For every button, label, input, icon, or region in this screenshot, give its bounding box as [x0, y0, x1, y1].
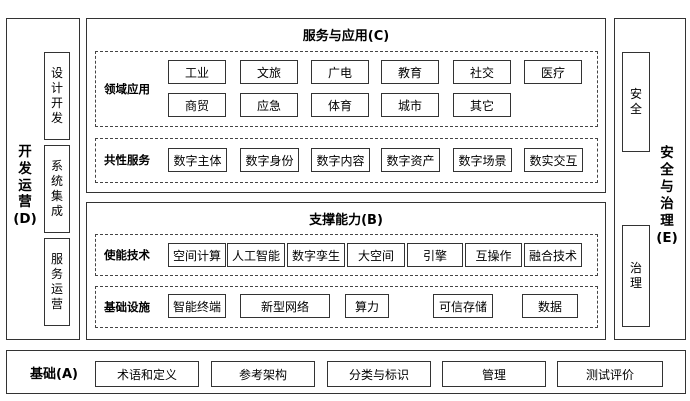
dev-ops-title-char: 运	[18, 177, 32, 194]
domain-apps-group	[95, 51, 598, 127]
box-char: 统	[50, 174, 63, 188]
service-ops-box: 服 务 运 营	[44, 238, 70, 326]
services-title: 服务与应用(C)	[302, 29, 390, 44]
domain-apps-label: 领域应用	[104, 82, 150, 96]
security-title-char: 治	[660, 196, 674, 212]
foundation-item-box: 术语和定义	[95, 361, 199, 387]
infrastructure-label: 基础设施	[104, 300, 150, 314]
design-dev-box: 设 计 开 发	[44, 52, 70, 140]
domain-app-box: 工业	[168, 60, 226, 84]
box-char: 集	[50, 189, 63, 203]
security-title-char: 理	[660, 212, 674, 229]
enabling-tech-box: 数字孪生	[287, 243, 345, 267]
box-char: 理	[629, 276, 642, 290]
dev-ops-title-char: 营	[18, 194, 32, 211]
box-char: 系	[50, 159, 63, 173]
domain-app-box: 城市	[381, 93, 439, 117]
enabling-tech-label: 使能技术	[104, 248, 150, 262]
security-governance-panel	[614, 18, 686, 340]
enabling-tech-box: 空间计算	[168, 243, 226, 267]
security-title-char: 安	[660, 145, 674, 162]
box-char: 治	[629, 261, 642, 275]
infrastructure-box: 智能终端	[168, 294, 226, 318]
security-title-suffix: (E)	[656, 229, 678, 246]
domain-app-box: 体育	[311, 93, 369, 117]
foundation-panel	[6, 350, 686, 394]
support-title: 支撑能力(B)	[309, 213, 383, 228]
domain-app-box: 应急	[240, 93, 298, 117]
foundation-item-box: 分类与标识	[327, 361, 431, 387]
common-services-group	[95, 138, 598, 183]
common-service-box: 数字资产	[381, 148, 440, 172]
foundation-item-box: 参考架构	[211, 361, 315, 387]
foundation-item-box: 测试评价	[557, 361, 663, 387]
box-char: 营	[50, 297, 63, 311]
box-char: 发	[50, 111, 63, 125]
system-integration-box: 系 统 集 成	[44, 145, 70, 233]
infrastructure-box: 新型网络	[240, 294, 330, 318]
box-char: 运	[50, 282, 63, 296]
box-char: 成	[50, 204, 63, 218]
domain-app-box: 教育	[381, 60, 439, 84]
box-char: 安	[629, 87, 642, 101]
box-char: 计	[50, 81, 63, 95]
box-char: 开	[50, 96, 63, 110]
services-panel	[86, 18, 606, 193]
enabling-tech-box: 融合技术	[524, 243, 582, 267]
box-char: 设	[50, 66, 63, 80]
infrastructure-box: 可信存储	[433, 294, 493, 318]
infrastructure-box: 算力	[345, 294, 389, 318]
common-service-box: 数实交互	[524, 148, 583, 172]
common-service-box: 数字内容	[311, 148, 370, 172]
dev-ops-title: 开 发 运 营 (D)	[10, 140, 40, 232]
governance-box: 治 理	[622, 225, 650, 327]
common-service-box: 数字场景	[453, 148, 512, 172]
box-char: 全	[629, 102, 642, 116]
common-service-box: 数字主体	[168, 148, 227, 172]
security-title-char: 全	[660, 162, 674, 179]
dev-ops-title-char: 发	[18, 160, 32, 177]
infrastructure-box: 数据	[522, 294, 578, 318]
enabling-tech-box: 大空间	[347, 243, 405, 267]
enabling-tech-box: 人工智能	[227, 243, 285, 267]
domain-app-box: 商贸	[168, 93, 226, 117]
common-services-label: 共性服务	[104, 153, 150, 167]
security-governance-title: 安 全 与 治 理 (E)	[652, 140, 682, 252]
enabling-tech-group	[95, 234, 598, 276]
box-char: 务	[50, 267, 63, 281]
domain-app-box: 广电	[311, 60, 369, 84]
foundation-item-box: 管理	[442, 361, 546, 387]
security-box: 安 全	[622, 52, 650, 152]
domain-app-box: 医疗	[524, 60, 582, 84]
box-char: 服	[50, 252, 63, 266]
dev-ops-title-char: 开	[18, 143, 32, 160]
infrastructure-group	[95, 286, 598, 328]
support-panel	[86, 202, 606, 340]
foundation-title: 基础(A)	[30, 366, 78, 382]
enabling-tech-box: 引擎	[407, 243, 463, 267]
dev-ops-title-suffix: (D)	[13, 211, 37, 228]
domain-app-box: 文旅	[240, 60, 298, 84]
dev-ops-panel	[6, 18, 80, 340]
common-service-box: 数字身份	[240, 148, 299, 172]
security-title-char: 与	[660, 179, 674, 196]
domain-app-box: 其它	[453, 93, 511, 117]
domain-app-box: 社交	[453, 60, 511, 84]
enabling-tech-box: 互操作	[465, 243, 522, 267]
